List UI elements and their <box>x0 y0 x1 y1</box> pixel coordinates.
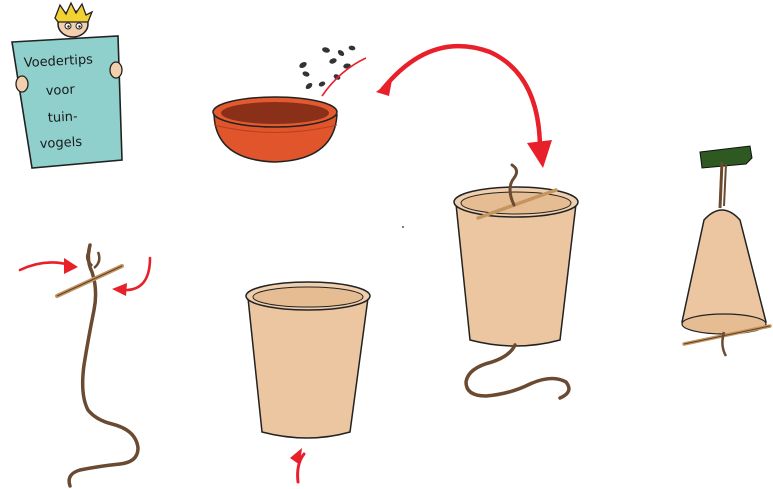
sign-line-4: vogels <box>39 135 82 152</box>
sign-line-2: voor <box>45 82 75 99</box>
seed-bowl-icon <box>213 97 337 162</box>
right-hand-icon <box>110 62 122 78</box>
small-arrow-right-icon <box>112 258 150 296</box>
sign-character: Voedertips voor tuin- vogels <box>12 3 122 168</box>
boy-head-icon <box>55 3 92 37</box>
seeds-icon <box>298 45 356 90</box>
big-curved-arrow-icon <box>376 46 552 168</box>
small-arrow-up-icon <box>290 448 304 482</box>
paper-cup-icon <box>246 282 370 438</box>
hanging-feeder-icon <box>682 146 770 356</box>
cup-with-string-icon <box>454 165 578 398</box>
sign-line-3: tuin- <box>47 109 78 126</box>
small-arrow-left-icon <box>20 258 78 274</box>
string-and-stick-icon <box>57 245 138 486</box>
speck-dot <box>402 226 404 228</box>
pour-motion-line <box>322 58 366 96</box>
left-hand-icon <box>16 76 28 92</box>
